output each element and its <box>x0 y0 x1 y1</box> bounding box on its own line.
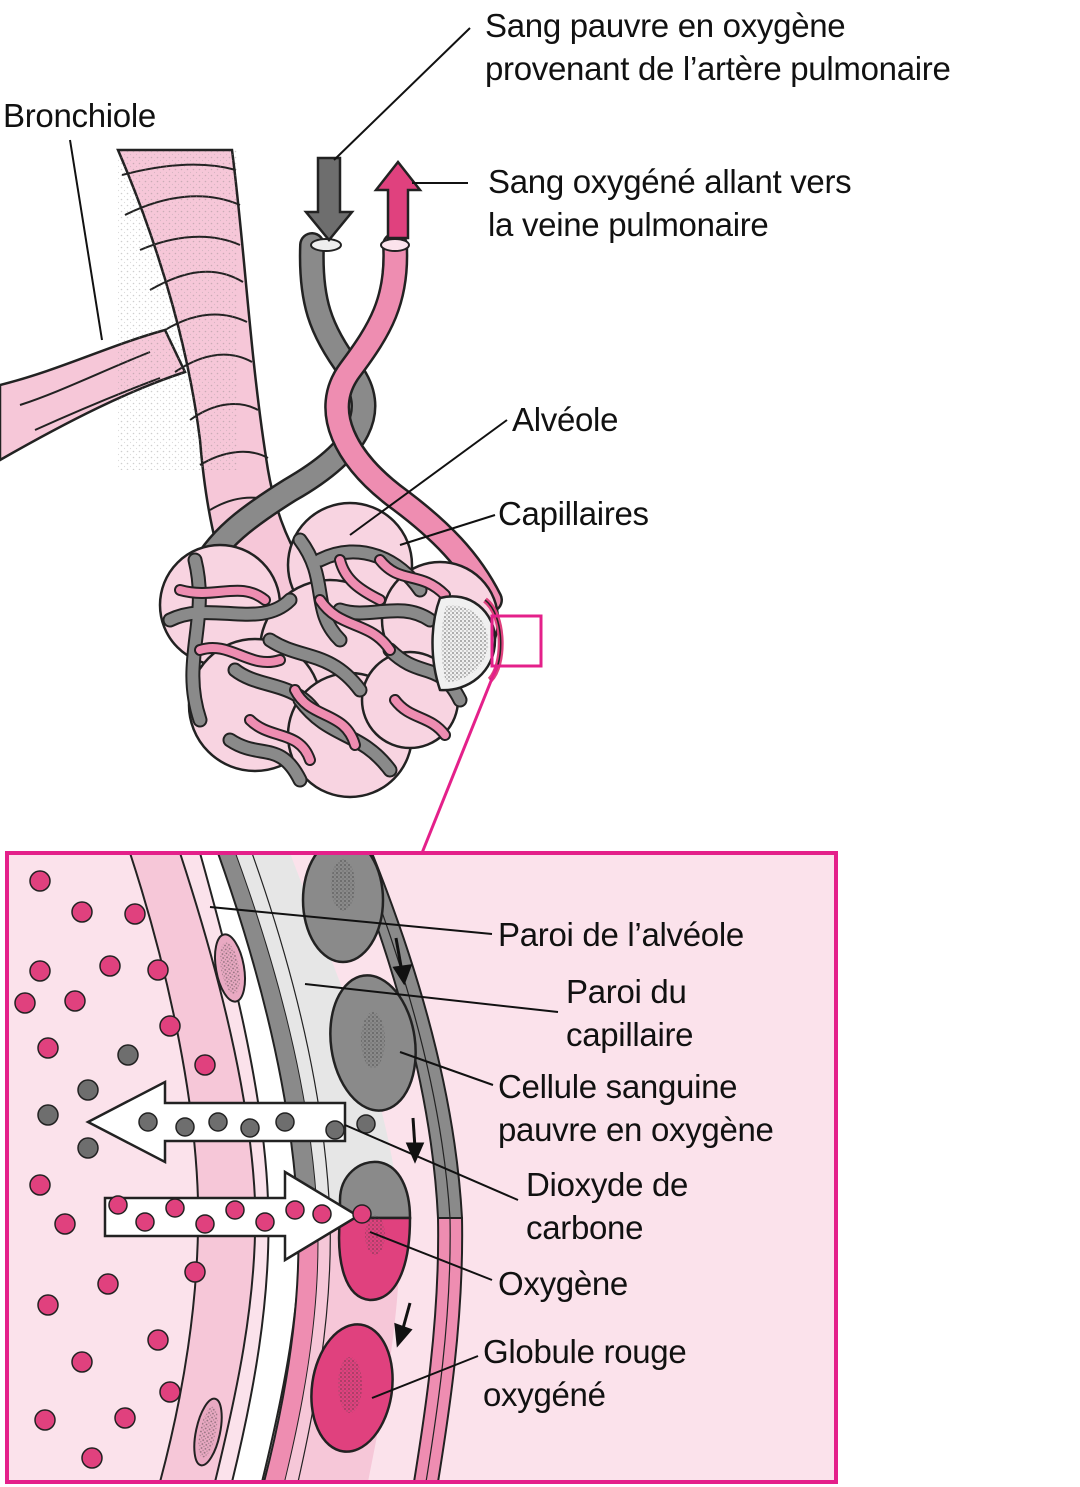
inset-leader-lines <box>209 906 559 1399</box>
label-paroi-capillaire-line-2: capillaire <box>566 1016 694 1053</box>
blood-flow-arrows <box>303 156 423 242</box>
label-paroi-alveole: Paroi de l’alvéole <box>498 916 744 953</box>
co2-molecules <box>37 1044 376 1159</box>
bronchiole-tube <box>0 148 333 612</box>
label-deoxygenated-blood: Sang pauvre en oxygène provenant de l’ar… <box>485 4 951 90</box>
label-oxygenated-blood: Sang oxygéné allant vers la veine pulmon… <box>488 160 852 246</box>
label-oxygenated-blood-line-1: Sang oxygéné allant vers <box>488 163 852 200</box>
label-dioxyde-line-2: carbone <box>526 1209 644 1246</box>
deoxygenated-blood-cells <box>301 853 417 1220</box>
label-globule-rouge-line-1: Globule rouge <box>483 1333 687 1370</box>
label-paroi-capillaire-line-1: Paroi du <box>566 973 687 1010</box>
label-oxygenated-blood-line-2: la veine pulmonaire <box>488 206 769 243</box>
label-alveole: Alvéole <box>512 401 619 438</box>
label-cellule-sanguine-line-2: pauvre en oxygène <box>498 1111 774 1148</box>
label-cellule-sanguine: Cellule sanguine pauvre en oxygène <box>498 1065 774 1151</box>
label-oxygene: Oxygène <box>498 1265 628 1302</box>
label-dioxyde-de-carbone: Dioxyde de carbone <box>526 1163 688 1249</box>
oxygenated-blood-cells <box>310 1215 412 1453</box>
label-deoxygenated-blood-line-2: provenant de l’artère pulmonaire <box>485 50 951 87</box>
magnification-box <box>420 614 543 854</box>
upper-leader-lines <box>69 27 508 546</box>
inset-frame <box>5 851 838 1484</box>
pulmonary-vessels <box>187 232 503 613</box>
inset-close-up <box>7 853 836 1482</box>
label-globule-rouge: Globule rouge oxygéné <box>483 1330 687 1416</box>
capillary-flow-arrows <box>392 937 425 1348</box>
label-capillaires: Capillaires <box>498 495 649 532</box>
label-bronchiole: Bronchiole <box>3 97 156 134</box>
label-dioxyde-line-1: Dioxyde de <box>526 1166 689 1203</box>
alveolar-sac <box>158 501 504 799</box>
label-globule-rouge-line-2: oxygéné <box>483 1376 606 1413</box>
label-cellule-sanguine-line-1: Cellule sanguine <box>498 1068 738 1105</box>
label-paroi-capillaire: Paroi du capillaire <box>566 970 694 1056</box>
o2-molecules <box>14 870 372 1469</box>
label-deoxygenated-blood-line-1: Sang pauvre en oxygène <box>485 7 846 44</box>
